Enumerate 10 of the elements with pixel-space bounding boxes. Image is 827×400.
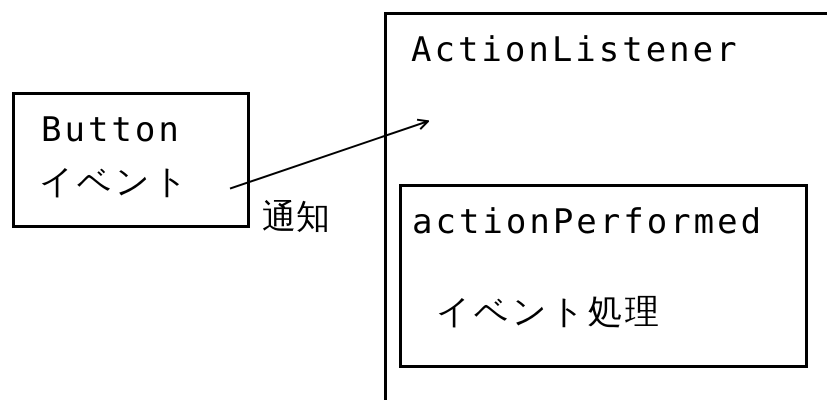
node-heading: ActionListener: [411, 33, 740, 67]
process-box: [12, 92, 250, 228]
node-text: イベント: [39, 165, 191, 199]
arrow: [230, 118, 430, 190]
node-heading: Button: [41, 113, 182, 147]
open-box: [384, 12, 827, 400]
process-box: [399, 184, 808, 368]
node-text: イベント処理: [436, 295, 662, 329]
edge-label: 通知: [262, 200, 330, 234]
node-heading: actionPerformed: [412, 205, 764, 239]
